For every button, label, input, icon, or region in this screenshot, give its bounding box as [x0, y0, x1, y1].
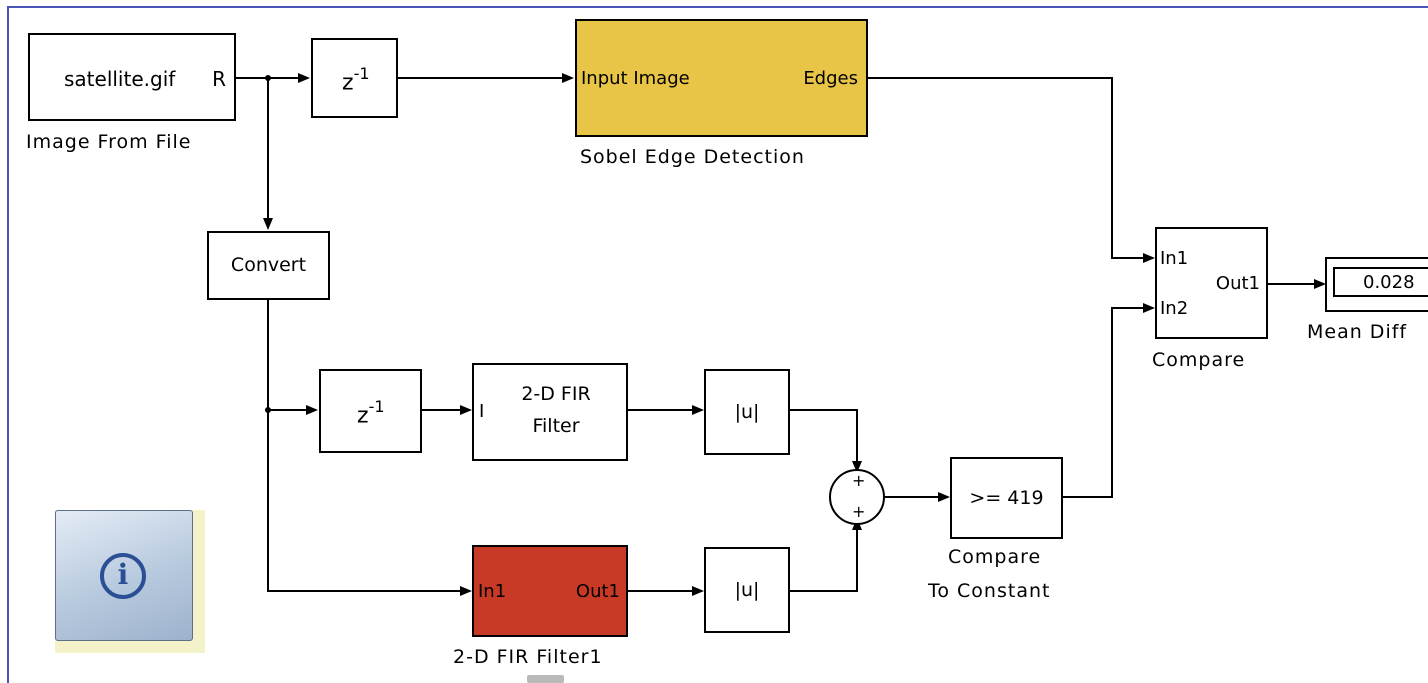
horizontal-scrollbar-thumb[interactable]	[527, 675, 564, 683]
fir-filter1-caption: 2-D FIR Filter1	[453, 646, 603, 668]
convert-block[interactable]: Convert	[207, 231, 330, 300]
branch-point	[265, 407, 271, 413]
fir-filter-line2: Filter	[532, 415, 580, 437]
branch-point	[265, 75, 271, 81]
abs-block-bottom[interactable]: |u|	[704, 547, 790, 633]
delay-exponent: -1	[353, 64, 370, 83]
port-label-i: I	[479, 401, 485, 422]
compare-block[interactable]: In1 In2 Out1	[1155, 227, 1268, 339]
arrowhead	[1314, 279, 1326, 289]
unit-delay-block[interactable]: z-1	[311, 38, 398, 118]
port-label-out1: Out1	[1215, 273, 1260, 294]
arrowhead	[1143, 253, 1155, 263]
compare-to-constant-block[interactable]: >= 419	[950, 457, 1063, 539]
info-icon: i	[100, 553, 146, 599]
compare-constant-caption-2: To Constant	[928, 580, 1051, 602]
info-button-face: i	[55, 510, 193, 641]
port-label-edges: Edges	[803, 68, 858, 89]
image-from-file-block[interactable]: satellite.gif R	[28, 33, 236, 121]
arrowhead	[306, 405, 318, 415]
convert-label: Convert	[230, 254, 307, 276]
delay-mid-exponent: -1	[368, 397, 385, 416]
display-block[interactable]: 0.028	[1325, 257, 1428, 312]
arrowhead	[298, 73, 310, 83]
port-label-out1: Out1	[575, 581, 620, 602]
compare-constant-label: >= 419	[969, 487, 1044, 509]
display-value: 0.028	[1363, 272, 1415, 293]
sum-sign-top: +	[852, 471, 866, 490]
port-label-input-image: Input Image	[581, 68, 690, 89]
fir-filter-line1: 2-D FIR	[521, 383, 591, 405]
fir-filter1-block[interactable]: In1 Out1	[472, 545, 628, 637]
port-label-in1: In1	[478, 581, 507, 602]
display-caption: Mean Diff	[1307, 321, 1408, 343]
delay-mid-z: z	[357, 403, 369, 429]
port-label-in2: In2	[1160, 298, 1189, 319]
info-button[interactable]: i	[55, 510, 205, 653]
fir-filter-block[interactable]: I 2-D FIR Filter	[472, 363, 628, 461]
sobel-caption: Sobel Edge Detection	[580, 146, 805, 168]
wire-abs-bottom-to-sum	[790, 530, 858, 592]
unit-delay-mid-block[interactable]: z-1	[319, 369, 422, 453]
arrowhead	[562, 73, 574, 83]
wire-convert-down	[267, 300, 460, 592]
wire-compare-const-to-compare-in2	[1063, 307, 1143, 498]
wire-abs-top-to-sum	[790, 409, 858, 461]
sobel-edge-detection-block[interactable]: Input Image Edges	[575, 19, 868, 137]
compare-caption: Compare	[1152, 349, 1246, 371]
delay-mid-label: z-1	[357, 397, 385, 429]
sum-block[interactable]: + +	[829, 469, 885, 525]
abs-bottom-label: |u|	[734, 579, 760, 601]
wire-sobel-to-compare-in1	[868, 77, 1143, 259]
arrowhead	[460, 405, 472, 415]
abs-block-top[interactable]: |u|	[704, 369, 790, 455]
compare-constant-caption-1: Compare	[948, 546, 1042, 568]
arrowhead	[692, 586, 704, 596]
abs-top-label: |u|	[734, 401, 760, 423]
arrowhead	[263, 218, 273, 230]
display-value-box: 0.028	[1333, 267, 1428, 297]
image-from-file-caption: Image From File	[26, 131, 192, 153]
canvas-frame	[7, 6, 1428, 683]
info-glyph: i	[117, 558, 129, 591]
arrowhead	[852, 461, 862, 473]
port-label-in1: In1	[1160, 248, 1189, 269]
arrowhead	[460, 586, 472, 596]
arrowhead	[692, 405, 704, 415]
sum-sign-bottom: +	[852, 502, 866, 521]
delay-label: z-1	[342, 64, 370, 96]
image-file-name: satellite.gif	[64, 67, 176, 91]
arrowhead	[1143, 303, 1155, 313]
delay-z: z	[342, 70, 354, 96]
arrowhead	[938, 492, 950, 502]
port-label-r: R	[212, 67, 226, 91]
